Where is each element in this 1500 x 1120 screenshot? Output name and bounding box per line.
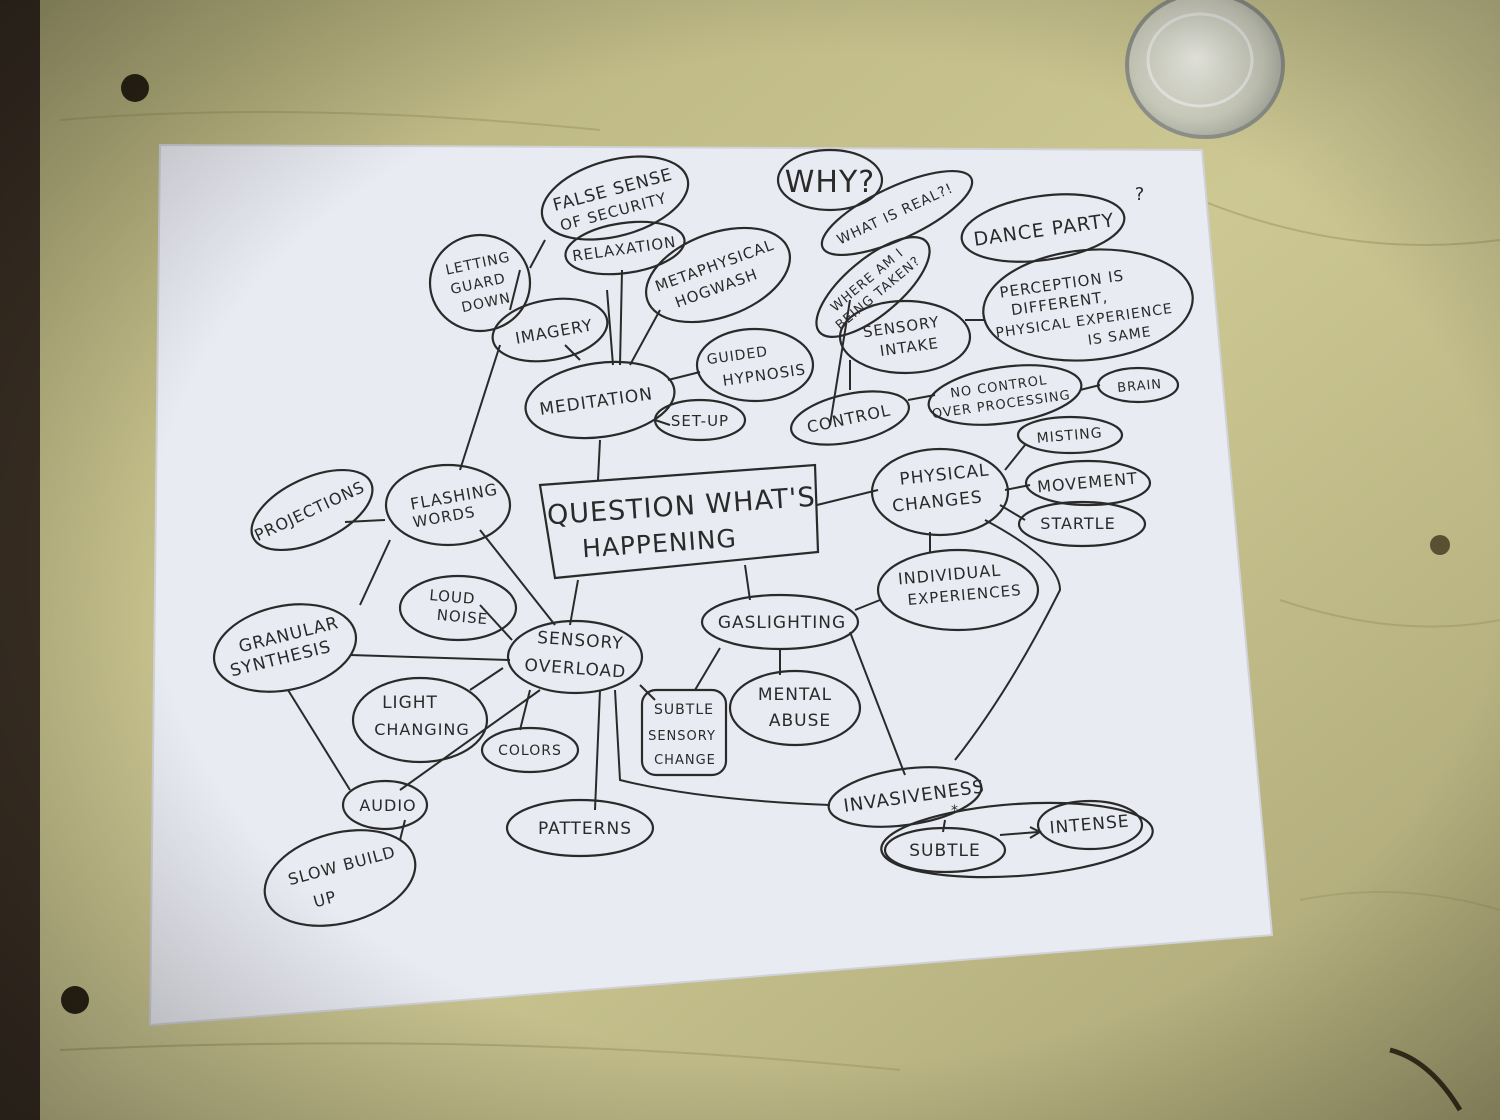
bubble-flashing-words (384, 463, 512, 547)
label-brain: BRAIN (1117, 377, 1163, 396)
label-subtle-sensory-3: CHANGE (654, 753, 716, 768)
bubble-imagery (491, 297, 609, 363)
label-gaslighting: GASLIGHTING (718, 613, 846, 633)
label-subtle-sensory-2: SENSORY (648, 729, 716, 744)
bubble-loud-noise (398, 574, 518, 642)
label-misting: MISTING (1036, 425, 1103, 447)
label-patterns: PATTERNS (538, 819, 632, 839)
bubble-brain (1096, 366, 1180, 404)
bubble-slow-build (263, 829, 417, 927)
bubble-patterns (505, 798, 655, 858)
bubble-sensory-overload (506, 619, 644, 695)
bubble-perception (982, 248, 1194, 362)
bubble-relaxation (564, 220, 686, 276)
lens-cap (1125, 0, 1285, 139)
label-mental-abuse-2: ABUSE (769, 711, 831, 731)
bubble-colors (480, 726, 580, 774)
bubble-intense (1036, 799, 1144, 851)
label-set-up: SET-UP (671, 412, 729, 430)
bubble-granular (212, 603, 358, 693)
board-hole (1430, 535, 1450, 555)
central-node-box (538, 463, 820, 580)
bubble-why (776, 148, 884, 212)
bubble-misting (1016, 415, 1124, 455)
bubble-physical-changes (870, 447, 1010, 537)
bubble-false-sense (540, 155, 690, 241)
box-subtle-sensory (640, 688, 728, 777)
bubble-subtle (883, 826, 1007, 874)
bubble-meditation (524, 360, 676, 440)
bubble-sensory-intake (838, 299, 972, 375)
label-light-changing-2: CHANGING (374, 720, 470, 739)
label-light-changing-1: LIGHT (382, 693, 438, 713)
label-subtle: SUBTLE (909, 841, 981, 861)
bubble-guided-hypnosis (695, 327, 815, 403)
bubble-no-control (927, 364, 1083, 426)
bubble-startle (1017, 500, 1147, 548)
label-loud-noise-1: LOUD (429, 586, 477, 608)
board-hole (121, 74, 149, 102)
bubble-movement (1024, 459, 1152, 507)
bubble-mental-abuse (728, 669, 862, 747)
bubble-where-am-i (815, 236, 931, 338)
bubble-control (789, 390, 911, 446)
label-invasiveness-mark: * (951, 803, 959, 819)
label-subtle-sensory-1: SUBTLE (654, 702, 714, 718)
bubbles (212, 148, 1194, 927)
bubble-subtle-intense-group (880, 801, 1154, 879)
bubble-metaphysical (644, 226, 792, 324)
bubble-individual-exp (876, 548, 1040, 632)
bubble-dance-party (960, 193, 1126, 263)
label-dance-party-question: ? (1135, 184, 1146, 205)
bubble-set-up (653, 398, 747, 442)
bubble-audio (341, 779, 429, 831)
label-audio: AUDIO (359, 796, 416, 815)
label-loud-noise-2: NOISE (436, 606, 489, 628)
label-why: WHY? (785, 165, 875, 200)
label-mental-abuse-1: MENTAL (758, 685, 832, 705)
bubble-letting-guard (428, 233, 532, 333)
bubble-projections (250, 468, 374, 552)
board-hole (61, 986, 89, 1014)
label-colors: COLORS (498, 743, 562, 759)
label-startle: STARTLE (1040, 514, 1115, 533)
bubble-light-changing (351, 676, 489, 764)
bubble-gaslighting (700, 593, 860, 651)
